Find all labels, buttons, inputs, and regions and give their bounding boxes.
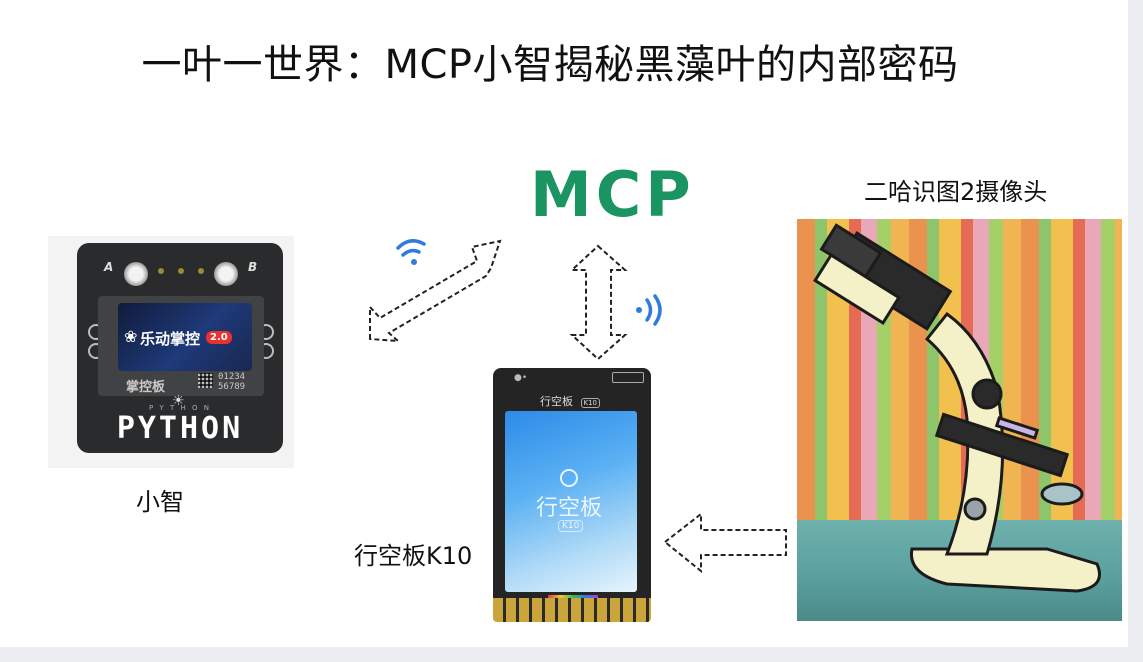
k10-screen <box>505 411 637 592</box>
button-b-icon <box>214 262 238 286</box>
xiaozhi-brand-text: 掌控板 <box>126 380 166 395</box>
serial-line-2: 56789 <box>218 382 246 392</box>
xiaozhi-serial: 01234 56789 <box>218 372 245 392</box>
slide-title: 一叶一世界：MCP小智揭秘黑藻叶的内部密码 <box>141 42 959 88</box>
led-icon <box>158 268 164 274</box>
k10-header-badge: K10 <box>580 398 600 408</box>
xiaozhi-screen-logo: 乐动掌控 <box>140 330 201 348</box>
mcp-logo: MCP <box>530 158 695 231</box>
k10-pin-header <box>493 598 651 622</box>
xiaozhi-label: 小智 <box>136 488 184 516</box>
k10-header: 行空板 K10 <box>540 393 600 409</box>
logo-mark-icon: ❀ <box>124 327 138 346</box>
k10-logo-icon <box>560 469 578 487</box>
k10-rgb-strip <box>548 595 598 598</box>
key-a-label: A <box>104 260 114 274</box>
serial-line-1: 01234 <box>218 372 246 382</box>
led-icon <box>178 268 184 274</box>
pin-letters: P Y T H O N <box>149 404 211 412</box>
k10-label: 行空板K10 <box>354 542 473 570</box>
key-b-label: B <box>248 260 258 274</box>
k10-screen-title: 行空板 <box>536 496 603 521</box>
microscope-base <box>909 547 1101 593</box>
led-icon <box>198 268 204 274</box>
button-a-icon <box>124 262 148 286</box>
focus-knob-icon <box>971 378 1003 410</box>
k10-screen-badge: K10 <box>558 520 584 532</box>
mirror-icon <box>1040 482 1084 506</box>
microscope-illustration <box>813 223 1101 593</box>
arrow-mcp-k10 <box>569 244 628 361</box>
k10-status-icons: ●• <box>514 373 528 383</box>
xiaozhi-python-text: PYTHON <box>116 411 244 446</box>
arrow-camera-k10 <box>663 511 787 574</box>
focus-knob-icon <box>963 497 987 521</box>
microscope-mount <box>813 253 901 325</box>
light-sensor-icon: ☀ <box>172 393 185 409</box>
arrow-xiaozhi-mcp <box>369 239 502 343</box>
sound-wave-icon <box>5 332 62 372</box>
xiaozhi-version-badge: 2.0 <box>206 331 232 344</box>
slide-glass <box>994 416 1040 440</box>
battery-icon <box>612 372 644 383</box>
wifi-icon <box>396 239 426 265</box>
wifi-icon <box>636 294 662 326</box>
microscope-stage <box>934 412 1070 478</box>
k10-header-text: 行空板 <box>540 395 573 408</box>
camera-label: 二哈识图2摄像头 <box>864 178 1048 206</box>
qr-code-icon <box>198 373 213 388</box>
sound-wave-icon <box>293 332 350 372</box>
